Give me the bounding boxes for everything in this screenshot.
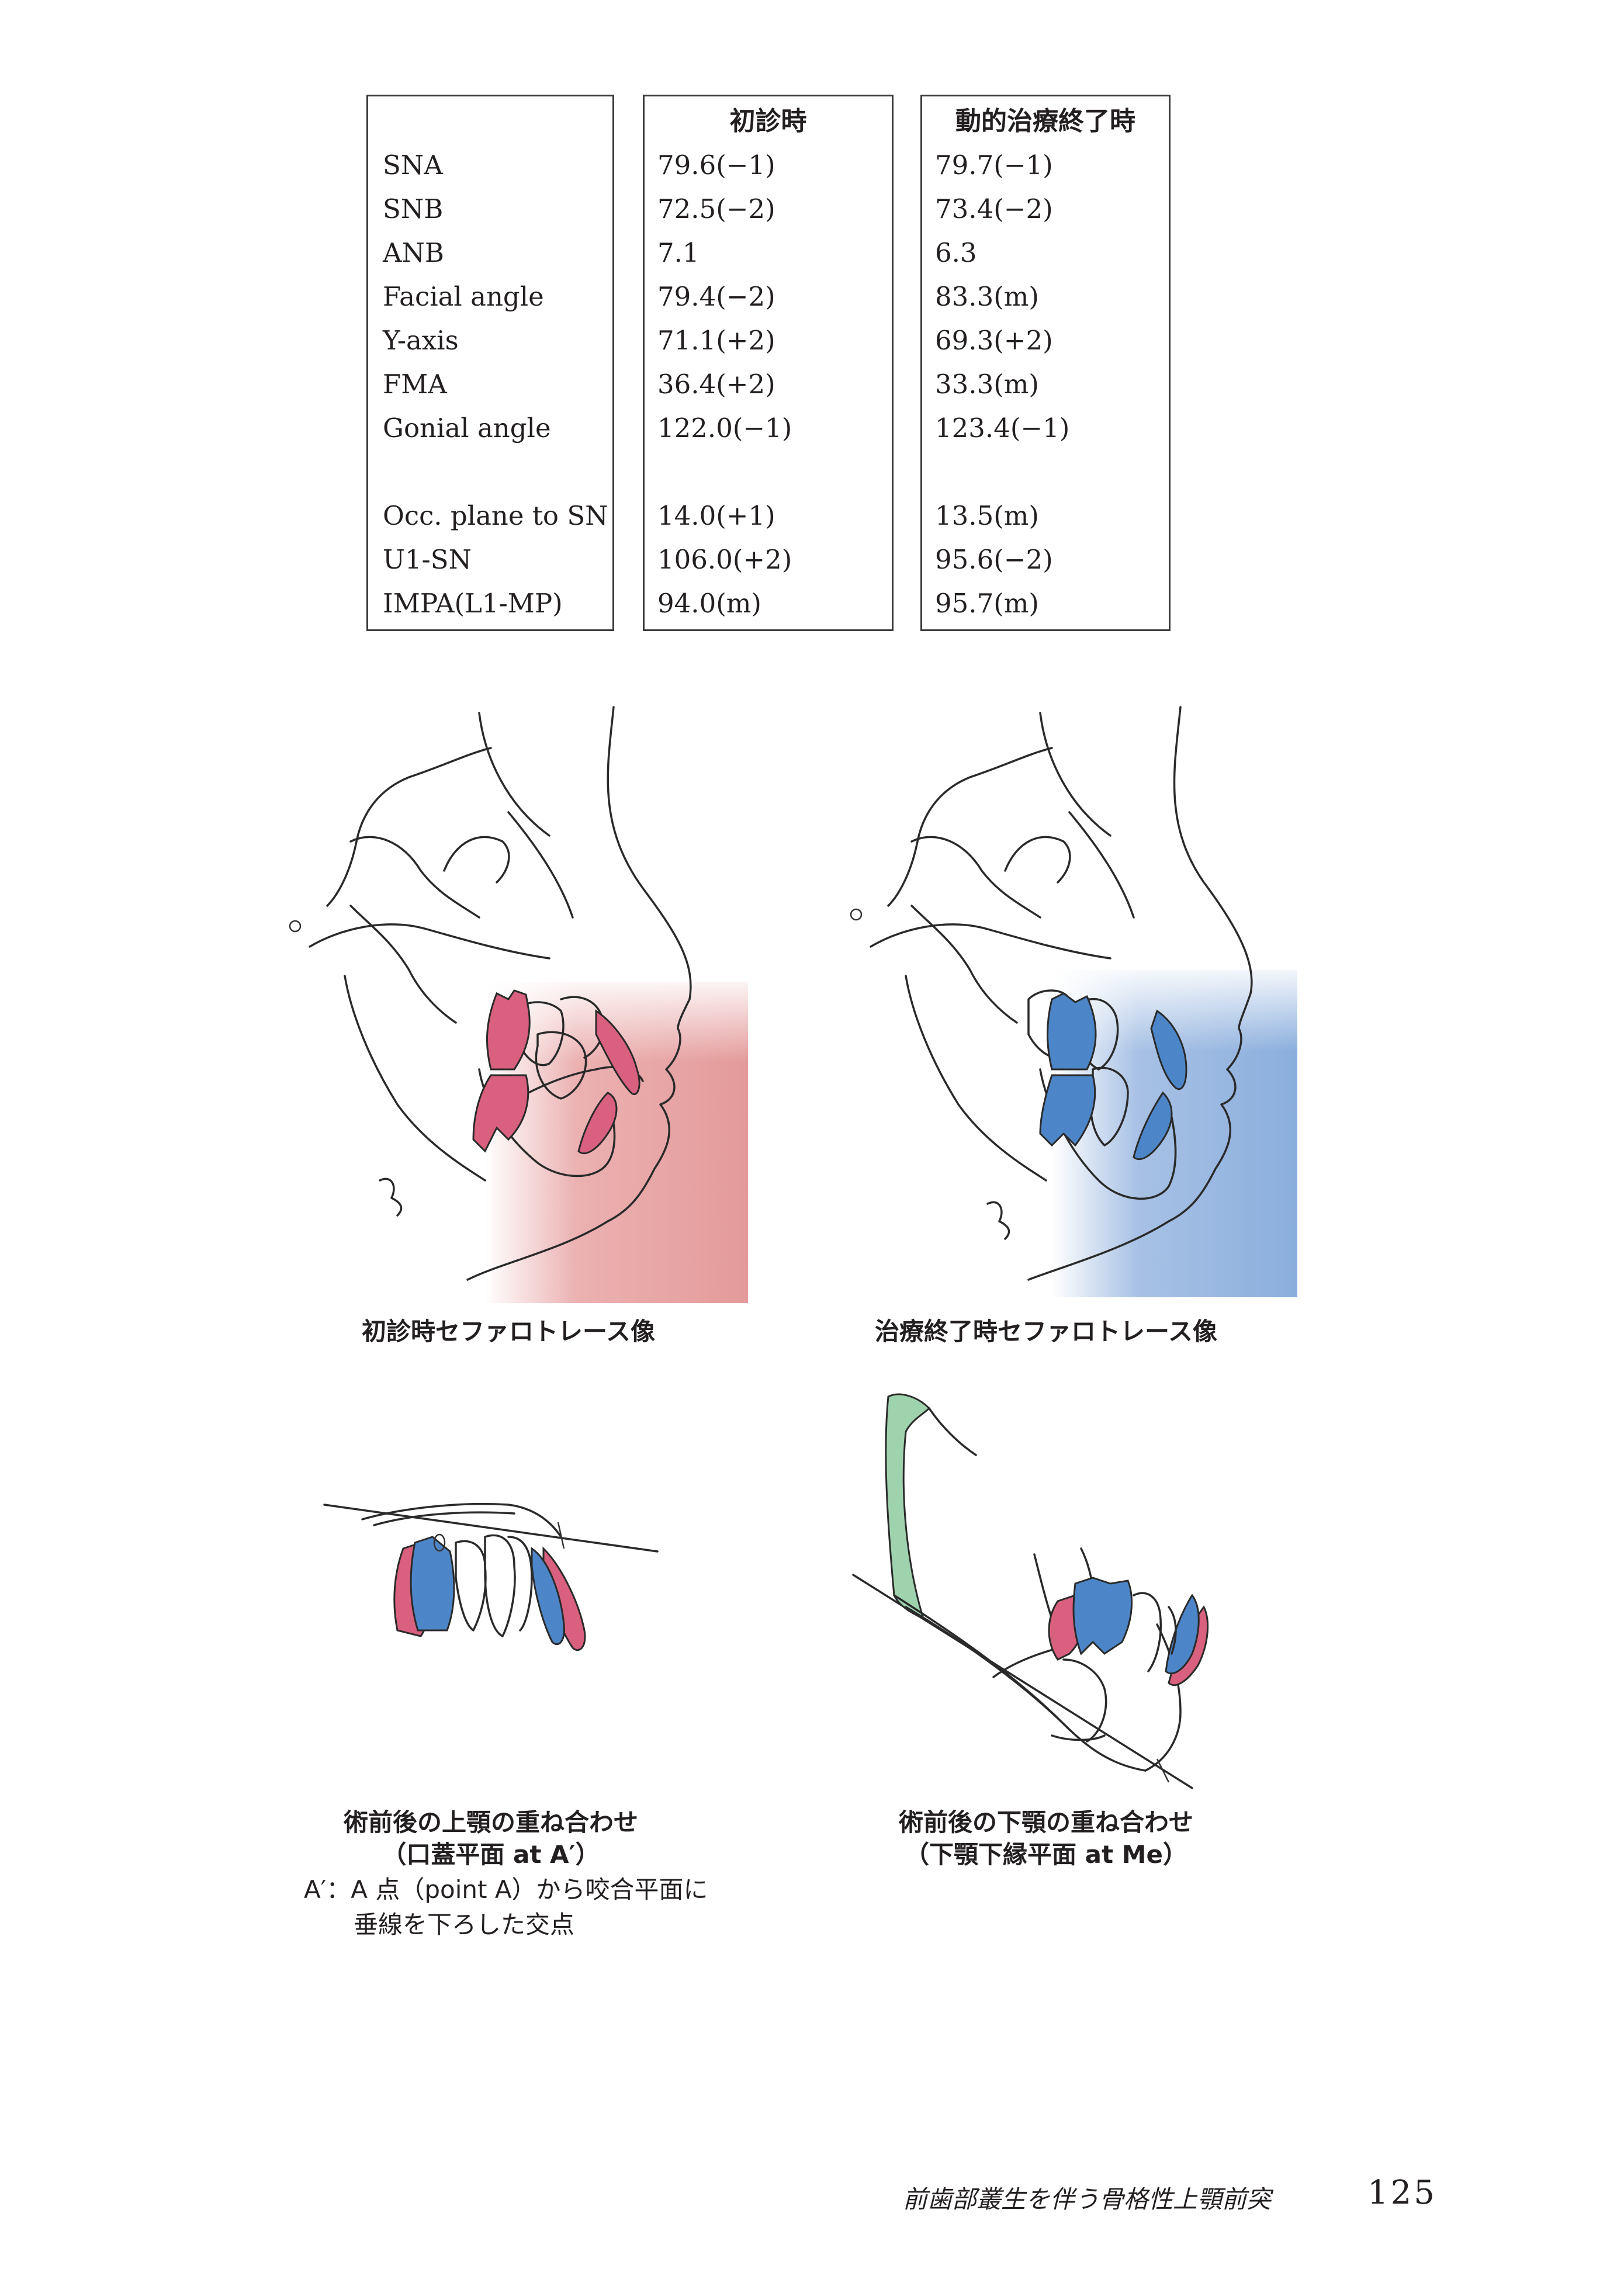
running-title: 前歯部叢生を伴う骨格性上顎前突 <box>903 2185 1272 2214</box>
final-lower-incisor <box>1133 1091 1173 1161</box>
table-cell-initial: 79.4(−2) <box>657 281 775 312</box>
table-cell-final: 69.3(+2) <box>935 325 1053 356</box>
table-cell-initial: 72.5(−2) <box>657 193 775 224</box>
caption-maxilla-title: 術前後の上顎の重ね合わせ <box>343 1808 638 1837</box>
table-row-label: SNA <box>383 150 443 181</box>
table-cell-final: 95.7(m) <box>935 588 1039 619</box>
caption-mandible-title: 術前後の下顎の重ね合わせ <box>898 1808 1193 1837</box>
table-final-column <box>920 95 1171 631</box>
table-cell-initial: 106.0(+2) <box>657 544 792 575</box>
table-cell-final: 33.3(m) <box>935 369 1039 400</box>
table-row-label: SNB <box>383 193 444 224</box>
final-upper-incisor <box>1150 1009 1187 1090</box>
caption-mandible-sub: （下顎下縁平面 at Me） <box>905 1840 1187 1869</box>
table-initial-column <box>643 95 894 631</box>
caption-initial-trace: 初診時セファロトレース像 <box>362 1317 655 1346</box>
table-row-label: Occ. plane to SN <box>383 500 608 531</box>
table-cell-initial: 7.1 <box>657 237 700 268</box>
table-row-label: Facial angle <box>383 281 544 312</box>
caption-maxilla-sub: （口蓋平面 at A′） <box>382 1840 600 1869</box>
final-upper-molar <box>1047 992 1097 1071</box>
table-row-label: Gonial angle <box>383 413 551 444</box>
initial-lower-incisor <box>577 1092 618 1155</box>
table-cell-initial: 36.4(+2) <box>657 369 775 400</box>
caption-final-trace: 治療終了時セファロトレース像 <box>875 1317 1217 1346</box>
initial-upper-molar <box>486 989 531 1071</box>
table-cell-initial: 71.1(+2) <box>657 325 775 356</box>
table-cell-final: 83.3(m) <box>935 281 1039 312</box>
table-cell-initial: 14.0(+1) <box>657 500 775 531</box>
header-final: 動的治療終了時 <box>955 106 1135 136</box>
final-incisor-overlay <box>531 1547 565 1646</box>
table-cell-final: 123.4(−1) <box>935 413 1070 444</box>
table-row-label: IMPA(L1-MP) <box>383 588 563 619</box>
initial-ceph-tracing <box>289 706 748 1303</box>
page-number: 125 <box>1367 2174 1437 2212</box>
table-cell-final: 95.6(−2) <box>935 544 1053 575</box>
final-lower-molar-overlay <box>1072 1577 1133 1655</box>
final-ceph-tracing <box>850 706 1297 1297</box>
table-row-label: U1-SN <box>383 544 472 575</box>
final-lower-molar <box>1039 1074 1096 1147</box>
table-row-label: Y-axis <box>383 325 459 356</box>
symphysis-change <box>885 1393 931 1620</box>
maxilla-superimposition <box>323 1502 659 1651</box>
final-molar-overlay <box>410 1536 455 1632</box>
table-label-column <box>366 95 614 631</box>
header-initial: 初診時 <box>729 106 807 136</box>
initial-lower-molar <box>472 1074 529 1153</box>
caption-maxilla-note-1: A′：A 点（point A）から咬合平面に <box>304 1875 708 1904</box>
table-cell-final: 13.5(m) <box>935 500 1039 531</box>
table-cell-initial: 122.0(−1) <box>657 413 792 444</box>
table-row-label: ANB <box>383 237 444 268</box>
table-cell-initial: 94.0(m) <box>657 588 761 619</box>
table-cell-final: 6.3 <box>935 237 977 268</box>
table-row-label: FMA <box>383 369 447 400</box>
initial-upper-incisor <box>595 1009 640 1095</box>
table-cell-initial: 79.6(−1) <box>657 150 775 181</box>
table-cell-final: 73.4(−2) <box>935 193 1053 224</box>
table-cell-final: 79.7(−1) <box>935 150 1053 181</box>
caption-maxilla-note-2: 垂線を下ろした交点 <box>354 1910 575 1939</box>
mandible-superimposition <box>852 1393 1209 1789</box>
